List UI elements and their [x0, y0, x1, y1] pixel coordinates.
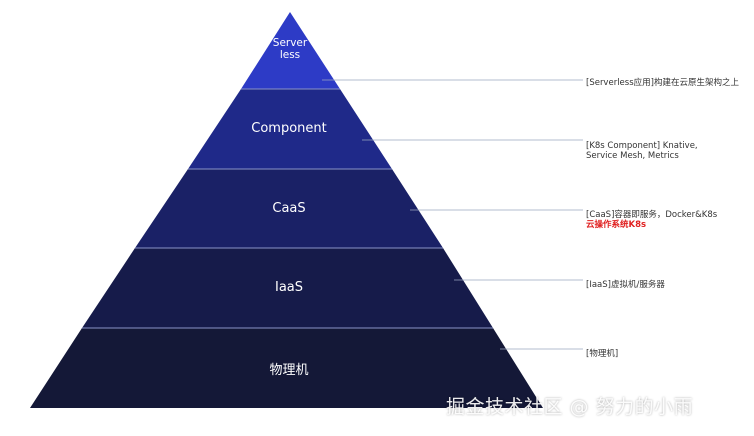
annotation-caas: [CaaS]容器即服务，Docker&K8s 云操作系统K8s [586, 200, 717, 240]
tier-serverless-shape [241, 12, 340, 89]
annotation-serverless-text: [Serverless应用]构建在云原生架构之上 [586, 78, 739, 88]
annotation-caas-highlight: 云操作系统K8s [586, 220, 647, 230]
watermark: 掘金技术社区 @ 努力的小雨 [446, 396, 694, 418]
annotation-physical: [物理机] [586, 339, 618, 359]
annotation-caas-text: [CaaS]容器即服务，Docker&K8s [586, 210, 718, 220]
tier-label-caas: CaaS [272, 201, 306, 216]
tier-label-serverless: Server less [272, 37, 308, 61]
annotation-component-text: [K8s Component] Knative, Service Mesh, M… [586, 141, 698, 161]
annotation-component: [K8s Component] Knative, Service Mesh, M… [586, 131, 698, 161]
annotation-serverless: [Serverless应用]构建在云原生架构之上 [586, 68, 739, 88]
tier-label-iaas: IaaS [274, 280, 304, 295]
tier-caas-shape [135, 169, 443, 248]
annotation-iaas-text: [IaaS]虚拟机/服务器 [586, 280, 665, 290]
annotation-iaas: [IaaS]虚拟机/服务器 [586, 270, 665, 290]
tier-component-shape [188, 89, 392, 169]
tier-iaas-shape [82, 248, 493, 328]
tier-label-physical: 物理机 [269, 363, 309, 378]
annotation-physical-text: [物理机] [586, 349, 619, 359]
tier-label-component: Component [251, 121, 327, 136]
tier-physical-shape [30, 328, 543, 408]
